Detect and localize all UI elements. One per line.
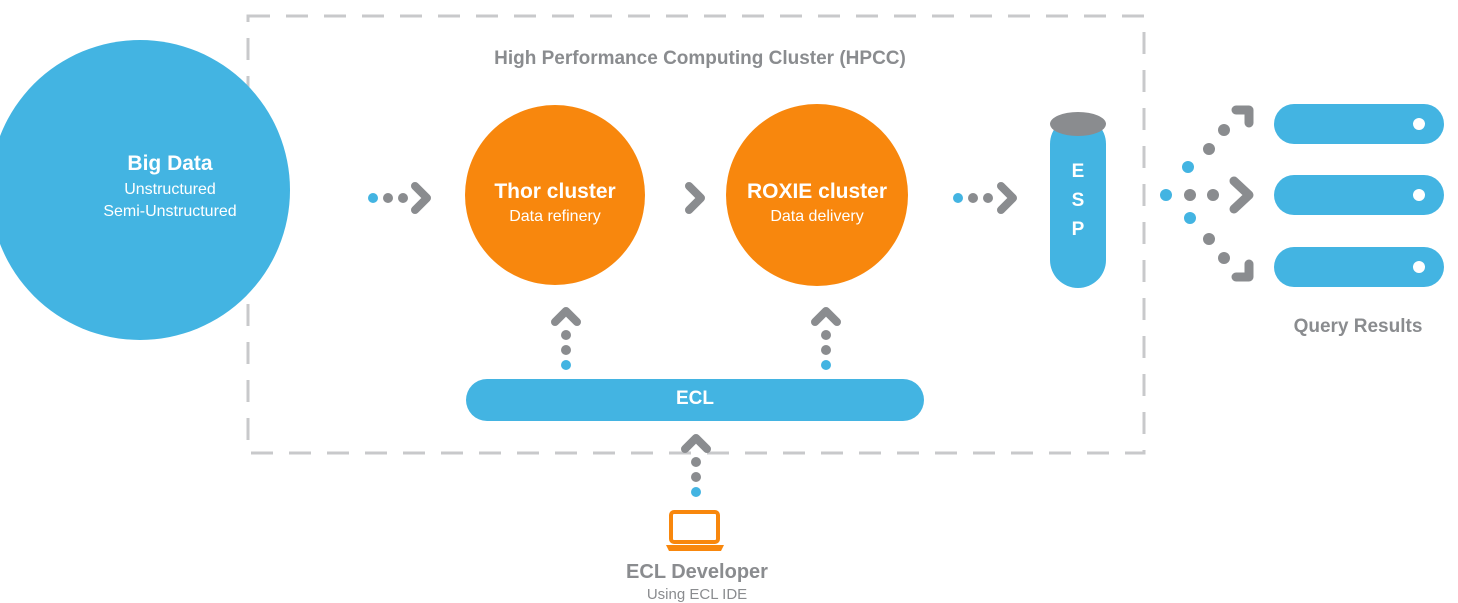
roxie-cluster-node bbox=[726, 104, 908, 286]
arrow-thor-to-roxie bbox=[685, 182, 705, 214]
big-data-line: Unstructured bbox=[124, 181, 216, 198]
esp-letter: E bbox=[1071, 161, 1085, 182]
thor-subtitle: Data refinery bbox=[509, 208, 601, 225]
big-data-title: Big Data bbox=[127, 152, 213, 175]
laptop-icon bbox=[666, 510, 724, 551]
big-data-line: Semi-Unstructured bbox=[103, 203, 237, 220]
thor-cluster-node bbox=[465, 105, 645, 285]
arrow-roxie-to-esp bbox=[953, 182, 1017, 214]
query-result-bar bbox=[1274, 247, 1444, 287]
developer-subtitle: Using ECL IDE bbox=[646, 586, 748, 603]
arrow-ecl-to-thor bbox=[551, 307, 581, 370]
arrow-bigdata-to-thor bbox=[368, 182, 431, 214]
ecl-label: ECL bbox=[676, 388, 714, 409]
query-result-bar bbox=[1274, 175, 1444, 215]
query-result-bar bbox=[1274, 104, 1444, 144]
arrow-ecl-to-roxie bbox=[811, 307, 841, 370]
esp-letter: S bbox=[1071, 190, 1085, 211]
esp-letter: P bbox=[1071, 219, 1085, 240]
arrow-developer-to-ecl bbox=[681, 434, 711, 497]
ecl-bar bbox=[466, 379, 924, 421]
arrow-esp-to-results-middle bbox=[1160, 176, 1254, 214]
big-data-node bbox=[0, 40, 290, 340]
esp-cylinder bbox=[1050, 112, 1106, 288]
roxie-subtitle: Data delivery bbox=[770, 208, 864, 225]
arrow-esp-to-results-top bbox=[1182, 105, 1254, 173]
thor-title: Thor cluster bbox=[494, 180, 616, 203]
query-results-label: Query Results bbox=[1293, 316, 1423, 337]
hpcc-title: High Performance Computing Cluster (HPCC… bbox=[494, 48, 906, 69]
roxie-title: ROXIE cluster bbox=[746, 180, 888, 203]
developer-title: ECL Developer bbox=[626, 561, 768, 583]
arrow-esp-to-results-bottom bbox=[1184, 212, 1254, 282]
